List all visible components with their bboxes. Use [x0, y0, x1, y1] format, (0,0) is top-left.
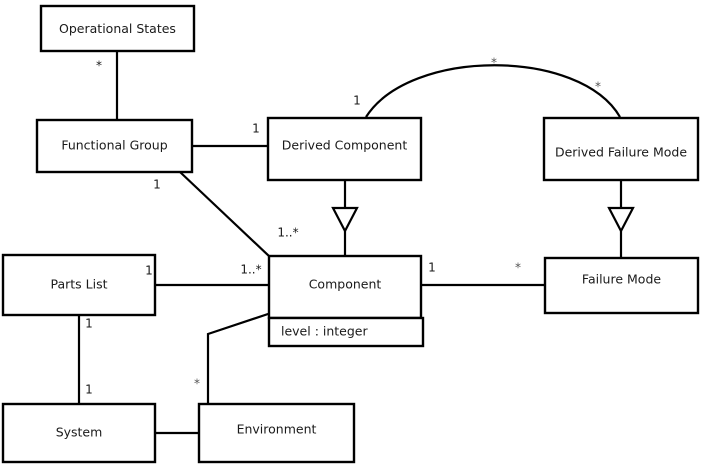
class-box-operational-states[interactable]: Operational States [39, 4, 196, 53]
class-box-component-rect [267, 254, 423, 320]
class-box-environment-rect [197, 402, 356, 464]
multiplicity-parts-list-bottom: 1 [85, 317, 93, 331]
class-name-derived-failure-mode: Derived Failure Mode [555, 145, 687, 160]
class-box-environment[interactable]: Environment [197, 402, 356, 464]
class-box-failure-mode-rect [543, 256, 700, 315]
multiplicity-parts-list-right: 1 [145, 264, 153, 278]
class-box-parts-list-rect [1, 253, 157, 317]
multiplicity-derived-component-left: 1 [252, 122, 260, 136]
class-name-failure-mode: Failure Mode [582, 272, 661, 287]
class-name-derived-component: Derived Component [282, 138, 408, 153]
edge-derived-component-derived-failure-mode [365, 64, 621, 118]
class-box-functional-group-rect [35, 118, 194, 174]
class-name-parts-list: Parts List [50, 277, 107, 292]
multiplicity-component-left: 1..* [240, 263, 261, 277]
edge-functional-group-component [179, 171, 271, 258]
class-name-environment: Environment [237, 422, 317, 437]
multiplicity-failure-mode-left: * [515, 261, 521, 275]
class-box-system-rect [1, 402, 157, 464]
class-name-system: System [56, 425, 103, 440]
generalization-triangle-component [331, 206, 359, 234]
class-name-operational-states: Operational States [59, 21, 176, 36]
class-box-derived-component-rect [266, 116, 423, 182]
class-name-component: Component [309, 277, 382, 292]
class-box-derived-component[interactable]: Derived Component [266, 116, 423, 182]
class-name-functional-group: Functional Group [61, 138, 167, 153]
class-box-parts-list[interactable]: Parts List [1, 253, 157, 317]
multiplicity-functional-group-component: 1 [153, 178, 161, 192]
class-box-operational-states-rect [39, 4, 196, 53]
class-box-component[interactable]: Component level : integer [267, 254, 425, 348]
class-box-functional-group[interactable]: Functional Group [35, 118, 194, 174]
class-box-system[interactable]: System [1, 402, 157, 464]
multiplicity-operational-states: * [96, 59, 102, 73]
class-attribute-compartment-component [267, 316, 425, 348]
multiplicity-system-top: 1 [85, 383, 93, 397]
multiplicity-curve-target: * [595, 80, 601, 94]
generalization-triangle-failure-mode [607, 206, 635, 234]
class-attribute-component-level: level : integer [281, 324, 368, 339]
multiplicity-curve-apex: * [491, 56, 497, 70]
edge-environment-component [206, 311, 272, 404]
multiplicity-environment-top: * [194, 377, 200, 391]
multiplicity-curve-source: 1 [353, 94, 361, 108]
multiplicity-component-right: 1 [428, 261, 436, 275]
class-box-failure-mode[interactable]: Failure Mode [543, 256, 700, 315]
class-box-derived-failure-mode[interactable]: Derived Failure Mode [542, 116, 700, 182]
class-box-derived-failure-mode-rect [542, 116, 700, 182]
multiplicity-labels: * 1 1 * * 1 1..* 1 1..* 1 * 1 1 * [85, 56, 601, 397]
multiplicity-component-functional-group: 1..* [277, 226, 298, 240]
